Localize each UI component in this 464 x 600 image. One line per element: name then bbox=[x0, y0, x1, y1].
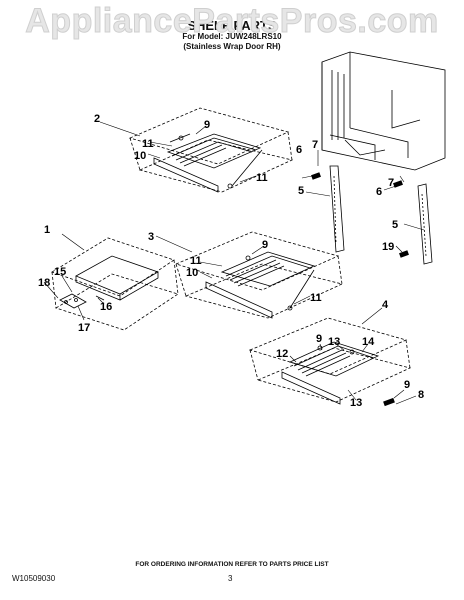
callout-1: 1 bbox=[44, 224, 50, 236]
shelf-3-assembly bbox=[174, 231, 344, 319]
watermark: AppliancePartsPros.com bbox=[25, 2, 439, 41]
callout-11: 11 bbox=[310, 292, 322, 304]
screws bbox=[311, 172, 409, 407]
page-title: SHELF PARTS bbox=[187, 18, 277, 33]
callout-13: 13 bbox=[350, 397, 362, 409]
document-number: W10509030 bbox=[12, 574, 56, 583]
shelf-1-assembly bbox=[51, 237, 179, 331]
model-line: For Model: JUW248LRS10 bbox=[182, 32, 282, 41]
callout-11: 11 bbox=[142, 138, 154, 150]
rail-right bbox=[417, 183, 433, 265]
shelf-4-assembly bbox=[248, 317, 412, 405]
rail-left bbox=[329, 165, 345, 253]
callout-14: 14 bbox=[362, 336, 375, 348]
callout-4: 4 bbox=[382, 299, 389, 311]
callout-9: 9 bbox=[204, 119, 210, 131]
callout-9: 9 bbox=[404, 379, 410, 391]
callout-10: 10 bbox=[134, 150, 146, 162]
callout-9: 9 bbox=[262, 239, 268, 251]
callout-5: 5 bbox=[298, 185, 304, 197]
ordering-note: FOR ORDERING INFORMATION REFER TO PARTS … bbox=[135, 561, 329, 568]
callout-3: 3 bbox=[148, 231, 154, 243]
callout-6: 6 bbox=[376, 186, 382, 198]
page-number: 3 bbox=[228, 574, 233, 583]
callout-17: 17 bbox=[78, 322, 90, 334]
callout-5: 5 bbox=[392, 219, 398, 231]
callout-12: 12 bbox=[276, 348, 288, 360]
callout-16: 16 bbox=[100, 301, 112, 313]
callout-2: 2 bbox=[94, 113, 100, 125]
callout-11: 11 bbox=[256, 172, 268, 184]
leader-lines bbox=[43, 121, 425, 405]
callout-18: 18 bbox=[38, 277, 50, 289]
callout-15: 15 bbox=[54, 266, 66, 278]
callouts: 2 11 9 10 11 6 7 5 7 6 5 19 1 3 11 9 10 … bbox=[38, 113, 424, 409]
callout-19: 19 bbox=[382, 241, 394, 253]
callout-8: 8 bbox=[418, 389, 424, 401]
callout-11: 11 bbox=[190, 255, 202, 267]
callout-13: 13 bbox=[328, 336, 340, 348]
callout-7: 7 bbox=[388, 177, 394, 189]
callout-10: 10 bbox=[186, 267, 198, 279]
cabinet-housing bbox=[321, 51, 446, 171]
callout-7: 7 bbox=[312, 139, 318, 151]
callout-9: 9 bbox=[316, 333, 322, 345]
callout-6: 6 bbox=[296, 144, 302, 156]
variant-line: (Stainless Wrap Door RH) bbox=[183, 42, 281, 51]
shelf-2-assembly bbox=[128, 107, 294, 193]
